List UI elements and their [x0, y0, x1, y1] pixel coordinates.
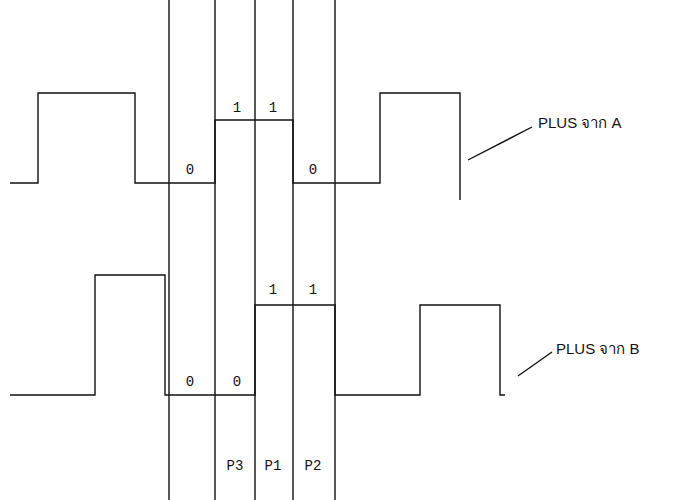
- logic-level: 1: [309, 283, 317, 297]
- logic-level: 0: [233, 375, 241, 389]
- signal-name: PLUS จาก A: [538, 115, 622, 130]
- phase-label: P1: [265, 459, 282, 473]
- logic-level: 0: [309, 163, 317, 177]
- phase-label: P2: [305, 459, 322, 473]
- logic-level: 0: [186, 375, 194, 389]
- phase-label: P3: [227, 459, 244, 473]
- logic-level: 1: [233, 101, 241, 115]
- pulse-a: [10, 93, 460, 200]
- leader-line-a: [468, 127, 532, 160]
- logic-level: 0: [186, 163, 194, 177]
- leader-line-b: [518, 352, 552, 376]
- signal-name: PLUS จาก B: [556, 341, 640, 356]
- logic-level: 1: [269, 283, 277, 297]
- logic-level: 1: [269, 101, 277, 115]
- pulse-b: [10, 275, 505, 395]
- grid-lines: [169, 0, 335, 500]
